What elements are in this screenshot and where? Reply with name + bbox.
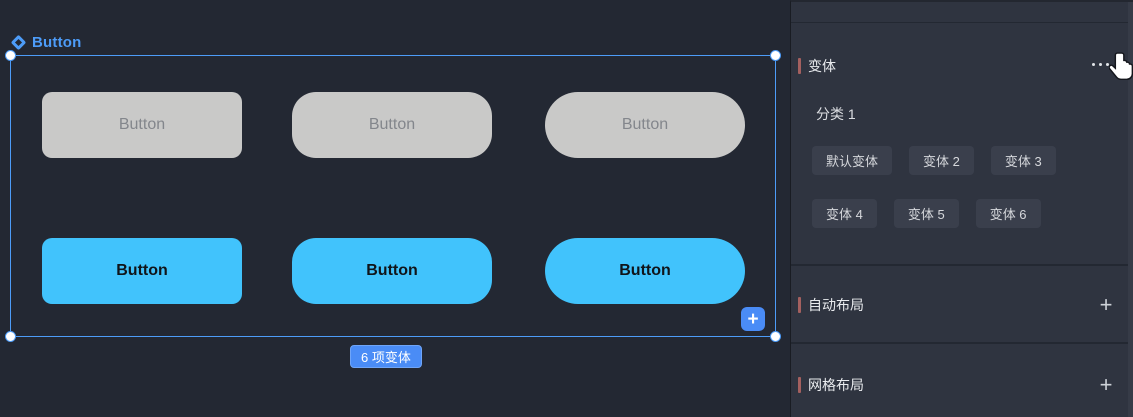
add-auto-layout-button[interactable]: + xyxy=(1099,292,1113,317)
variant-button-5[interactable]: Button xyxy=(292,238,492,304)
variant-button-default[interactable]: Button xyxy=(42,92,242,158)
panel-scrollbar[interactable] xyxy=(1128,2,1133,417)
selection-frame[interactable]: Button Button Button Button Button Butto… xyxy=(5,50,781,342)
variant-chip-default[interactable]: 默认变体 xyxy=(812,146,893,175)
add-variant-button[interactable]: + xyxy=(741,307,765,331)
variant-chip-5[interactable]: 变体 5 xyxy=(893,199,959,228)
auto-layout-section-header: 自动布局 xyxy=(798,295,864,315)
variant-button-3[interactable]: Button xyxy=(545,92,745,158)
add-grid-layout-button[interactable]: + xyxy=(1099,372,1113,397)
panel-top-strip xyxy=(791,2,1133,23)
variant-chip-3[interactable]: 变体 3 xyxy=(990,146,1056,175)
section-marker xyxy=(798,297,801,313)
auto-layout-title: 自动布局 xyxy=(808,297,864,313)
grid-layout-section-header: 网格布局 xyxy=(798,375,864,395)
variant-chip-2[interactable]: 变体 2 xyxy=(909,146,974,175)
variant-button-6[interactable]: Button xyxy=(545,238,745,304)
variant-button-2[interactable]: Button xyxy=(292,92,492,158)
more-options-icon[interactable] xyxy=(1092,63,1109,66)
category-label: 分类 1 xyxy=(816,106,856,122)
variant-count-badge: 6 项变体 xyxy=(350,345,422,368)
section-marker xyxy=(798,377,801,393)
grid-layout-title: 网格布局 xyxy=(808,377,864,393)
section-divider xyxy=(791,264,1133,266)
component-diamond-icon xyxy=(10,34,27,51)
variant-button-4[interactable]: Button xyxy=(42,238,242,304)
properties-panel: 变体 分类 1 默认变体 变体 2 变体 3 变体 4 变体 5 变体 6 自动… xyxy=(790,0,1133,417)
selection-handle-bottom-right[interactable] xyxy=(770,331,781,342)
section-divider xyxy=(791,342,1133,344)
variants-section-title: 变体 xyxy=(808,58,836,74)
selection-handle-top-left[interactable] xyxy=(5,50,16,61)
component-name-label[interactable]: Button xyxy=(32,34,82,51)
selection-handle-bottom-left[interactable] xyxy=(5,331,16,342)
plus-icon: + xyxy=(747,308,759,330)
design-canvas[interactable]: Button Button Button Button Button Butto… xyxy=(0,0,790,417)
component-header[interactable]: Button xyxy=(10,34,82,51)
selection-handle-top-right[interactable] xyxy=(770,50,781,61)
variant-chip-6[interactable]: 变体 6 xyxy=(975,199,1041,228)
variants-section-header: 变体 xyxy=(798,56,836,76)
section-marker xyxy=(798,58,801,74)
variant-chip-4[interactable]: 变体 4 xyxy=(812,199,877,228)
cursor-pointer-icon xyxy=(1108,51,1133,90)
